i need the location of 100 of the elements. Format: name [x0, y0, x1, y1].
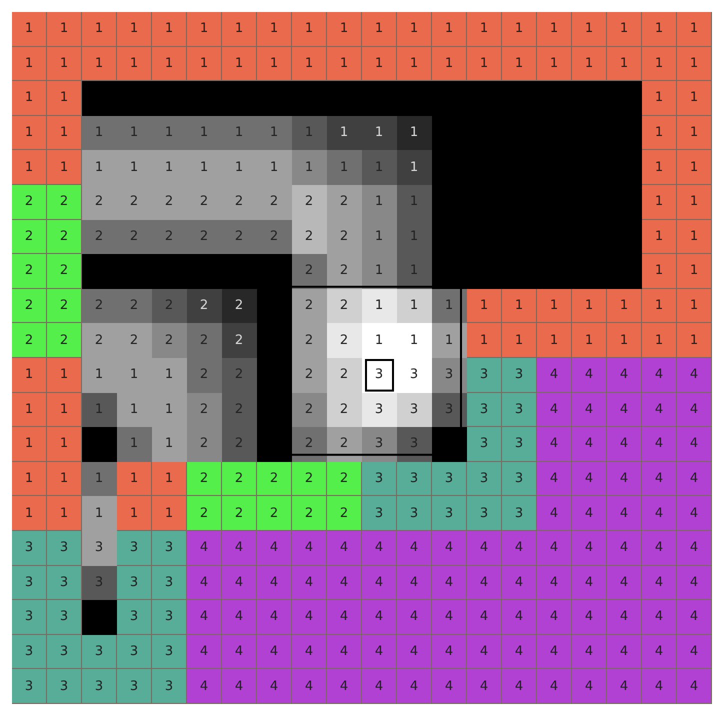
grid-cell: 4 [397, 566, 432, 600]
grid-cell: 2 [257, 462, 292, 496]
grid-cell: 2 [327, 496, 362, 531]
grid-cell: 4 [257, 634, 292, 670]
grid-cell: 2 [82, 323, 117, 358]
grid-cell: 1 [642, 46, 677, 82]
grid-cell: 1 [47, 427, 82, 462]
grid-cell: 4 [607, 358, 642, 393]
grid-cell: 4 [642, 531, 677, 566]
grid-cell: 4 [222, 634, 257, 670]
grid-cell: 4 [642, 566, 677, 600]
grid-cell: 4 [677, 427, 712, 462]
grid-cell: 1 [12, 392, 47, 428]
grid-cell: 4 [257, 669, 292, 704]
grid-cell: 1 [677, 81, 712, 116]
grid-cell: 1 [82, 150, 117, 185]
grid-cell: 4 [572, 427, 607, 462]
grid-cell: 1 [327, 46, 362, 82]
grid-cell: 4 [677, 462, 712, 496]
grid-cell: 4 [397, 531, 432, 566]
grid-cell: 4 [467, 634, 502, 670]
grid-cell: 2 [292, 220, 327, 254]
grid-cell: 1 [152, 392, 187, 428]
grid-cell: 2 [187, 462, 222, 496]
grid-cell: 1 [47, 116, 82, 150]
grid-cell: 1 [292, 12, 327, 47]
grid-cell: 1 [642, 220, 677, 254]
grid-cell: 2 [222, 323, 257, 358]
grid-cell: 4 [537, 496, 572, 531]
grid-cell: 4 [257, 531, 292, 566]
grid-cell: 4 [572, 496, 607, 531]
grid-cell: 1 [677, 254, 712, 289]
grid-cell: 1 [467, 288, 502, 324]
grid-cell: 2 [12, 220, 47, 254]
grid-cell: 1 [677, 116, 712, 150]
grid-cell: 1 [397, 150, 432, 185]
grid-cell: 1 [82, 46, 117, 82]
grid-cell: 3 [12, 600, 47, 635]
grid-cell: 4 [467, 669, 502, 704]
grid-cell: 4 [257, 600, 292, 635]
grid-cell: 4 [502, 566, 537, 600]
grid-cell: 1 [257, 12, 292, 47]
grid-cell: 4 [537, 600, 572, 635]
grid-cell: 1 [362, 46, 397, 82]
grid-cell: 1 [467, 323, 502, 358]
grid-cell: 1 [187, 116, 222, 150]
grid-cell: 1 [82, 462, 117, 496]
grid-cell: 1 [572, 323, 607, 358]
grid-cell: 2 [327, 462, 362, 496]
grid-cell: 3 [117, 634, 152, 670]
grid-cell: 1 [397, 323, 432, 358]
grid-cell: 1 [327, 12, 362, 47]
grid-cell: 4 [292, 669, 327, 704]
grid-cell: 1 [362, 288, 397, 324]
grid-cell: 3 [152, 600, 187, 635]
grid-cell: 2 [152, 323, 187, 358]
grid-cell: 4 [187, 669, 222, 704]
grid-cell: 4 [537, 669, 572, 704]
grid-cell: 4 [607, 669, 642, 704]
grid-cell: 1 [152, 116, 187, 150]
grid-cell: 1 [642, 81, 677, 116]
grid-cell: 2 [187, 358, 222, 393]
grid-cell: 4 [432, 634, 467, 670]
grid-cell: 1 [117, 150, 152, 185]
grid-cell: 3 [47, 634, 82, 670]
grid-cell: 1 [12, 427, 47, 462]
grid-cell: 2 [47, 185, 82, 220]
grid-cell: 1 [222, 46, 257, 82]
grid-cell: 2 [82, 220, 117, 254]
grid-cell: 2 [292, 496, 327, 531]
grid-cell: 1 [47, 46, 82, 82]
grid-cell: 1 [117, 358, 152, 393]
grid-cell: 1 [12, 46, 47, 82]
grid-cell: 4 [642, 634, 677, 670]
grid-cell: 1 [152, 462, 187, 496]
grid-cell: 1 [397, 288, 432, 324]
grid-cell: 4 [607, 634, 642, 670]
grid-cell: 4 [572, 600, 607, 635]
grid-cell: 4 [327, 531, 362, 566]
grid-cell: 3 [47, 669, 82, 704]
grid-cell: 4 [292, 600, 327, 635]
grid-cell: 2 [327, 427, 362, 462]
grid-cell: 1 [677, 150, 712, 185]
grid-cell: 2 [12, 323, 47, 358]
grid-cell: 2 [12, 254, 47, 289]
grid-cell: 1 [642, 116, 677, 150]
grid-cell: 4 [187, 634, 222, 670]
grid-cell: 1 [152, 12, 187, 47]
grid-cell: 1 [362, 323, 397, 358]
grid-cell: 1 [222, 116, 257, 150]
grid-cell: 1 [362, 185, 397, 220]
grid-cell: 1 [117, 462, 152, 496]
grid-cell: 2 [47, 220, 82, 254]
grid-cell: 1 [502, 323, 537, 358]
grid-cell: 2 [12, 288, 47, 324]
grid-cell: 3 [467, 427, 502, 462]
grid-cell: 4 [187, 566, 222, 600]
grid-cell: 4 [537, 427, 572, 462]
grid-cell: 4 [642, 427, 677, 462]
grid-cell: 4 [362, 669, 397, 704]
